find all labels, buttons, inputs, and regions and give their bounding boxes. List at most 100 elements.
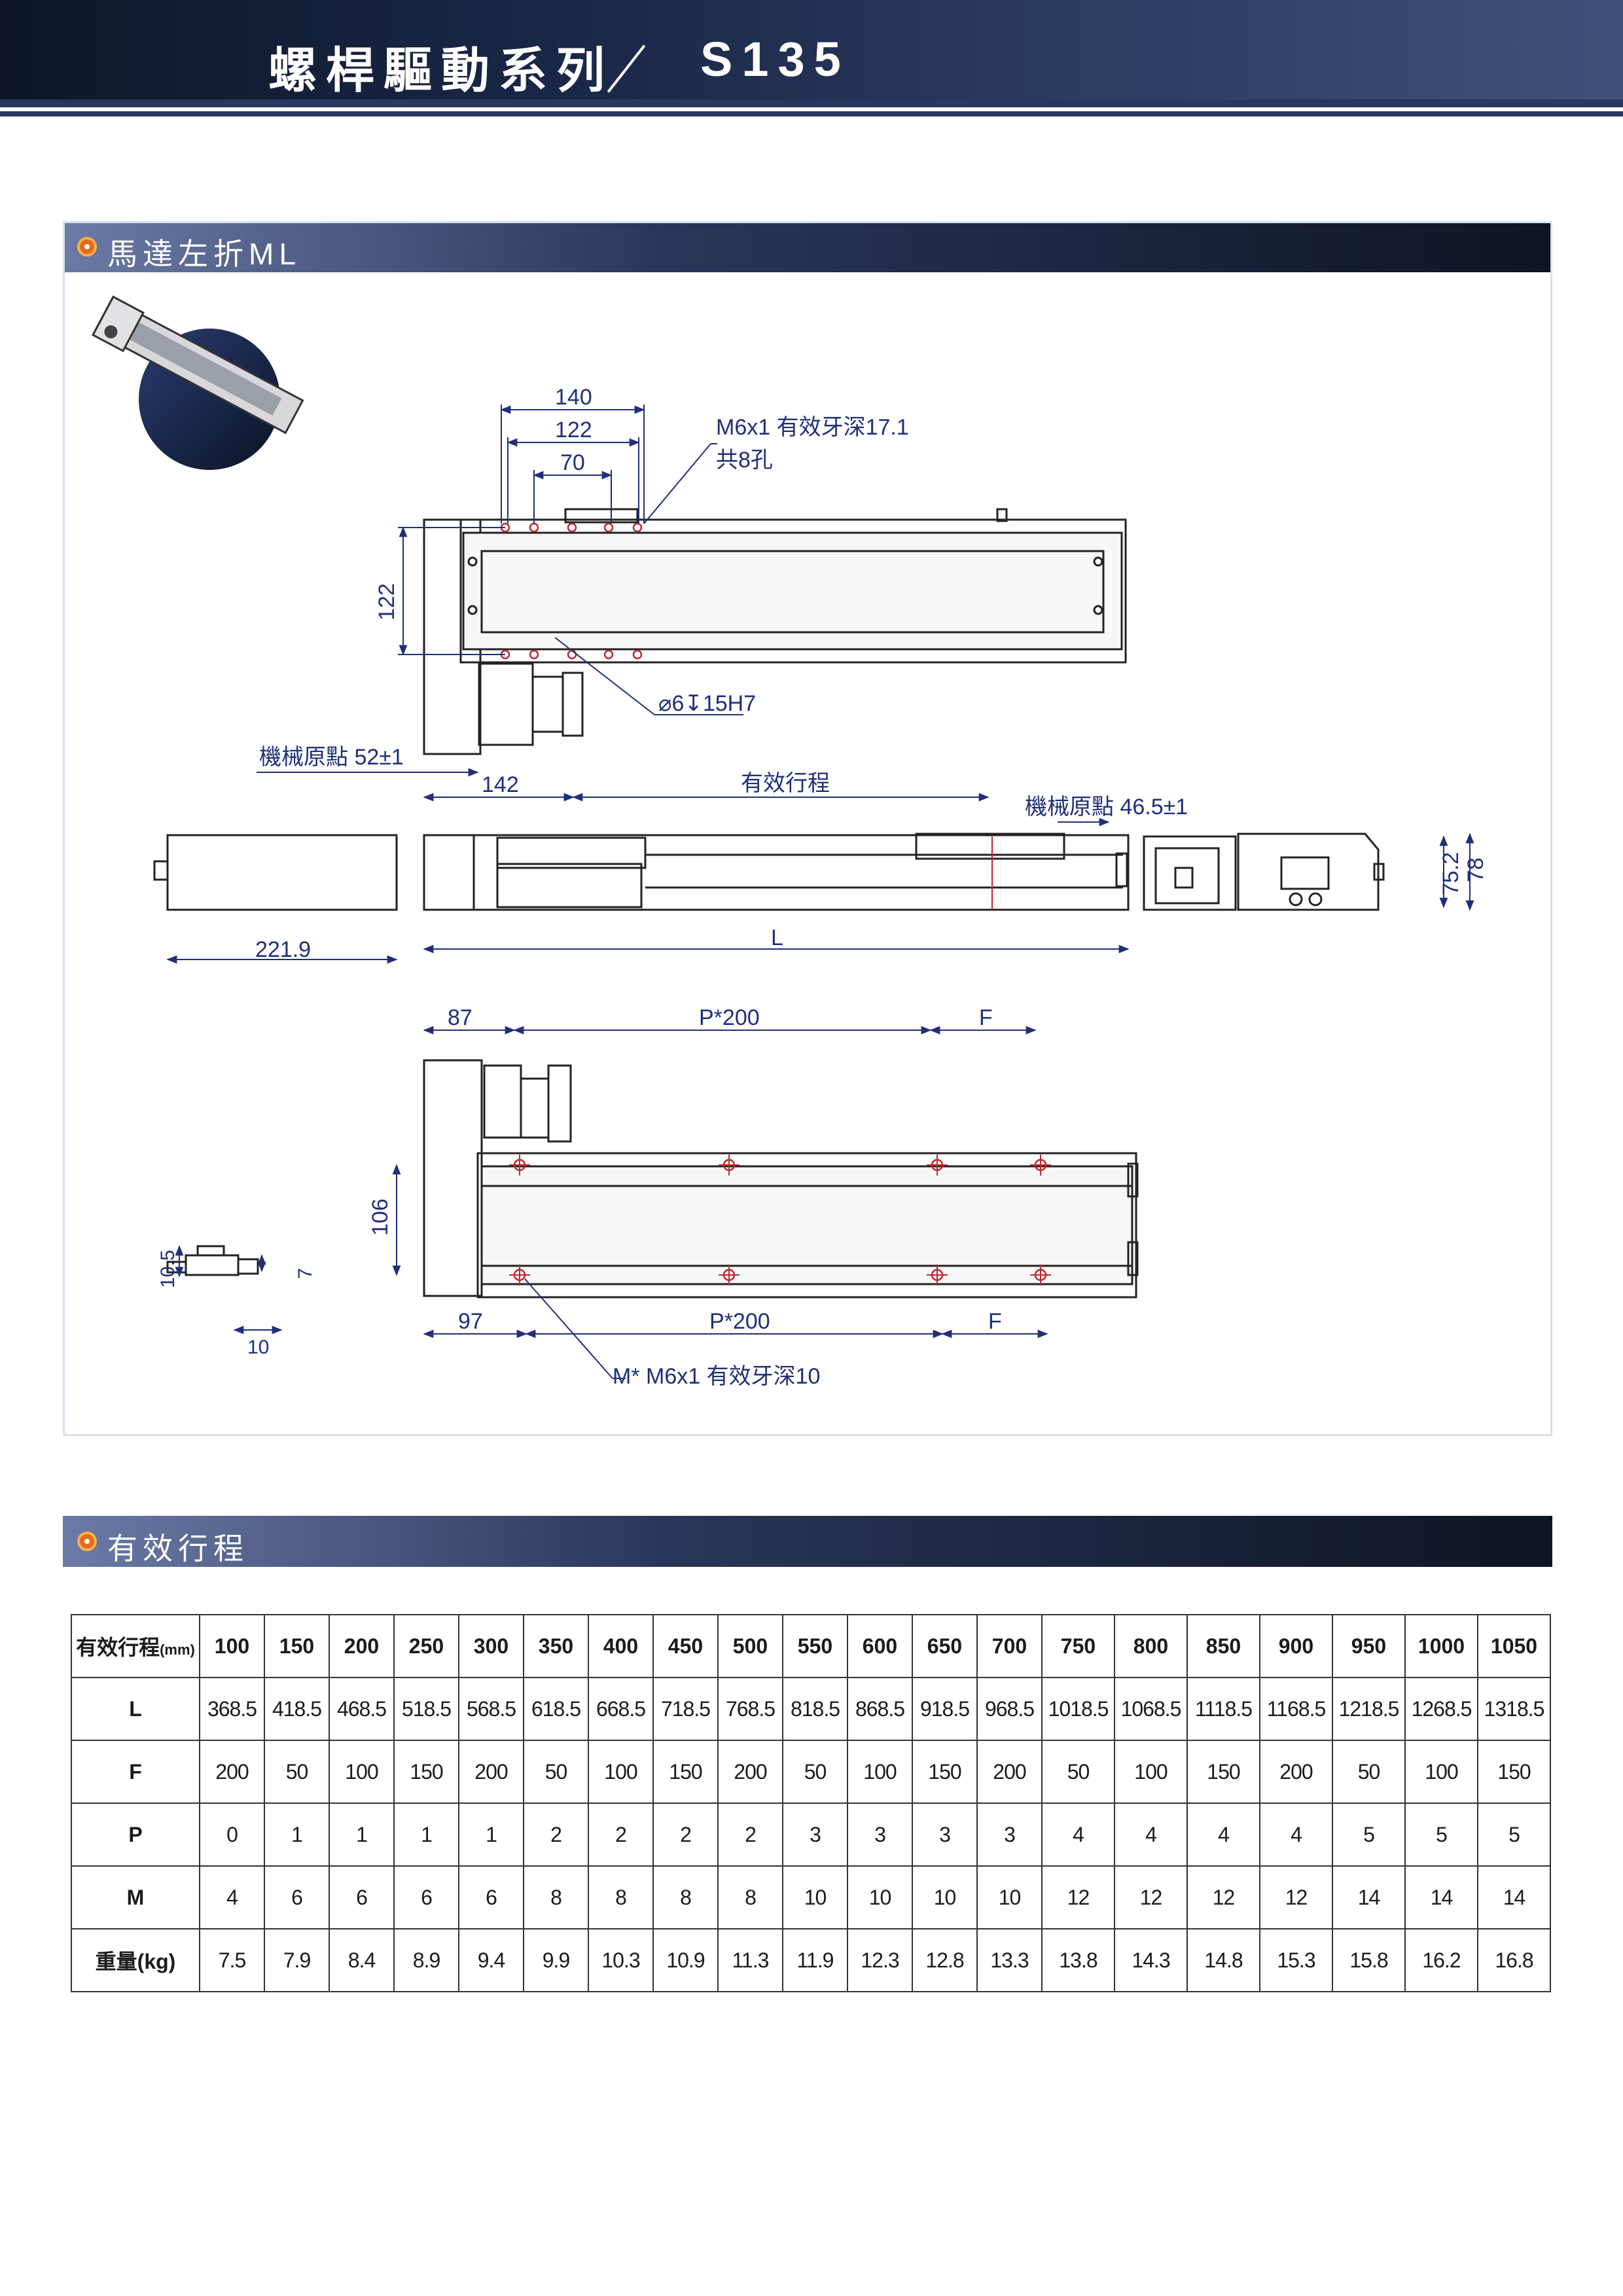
table-cell: 11.9 <box>782 1928 848 1992</box>
stroke-header-1000: 1000 <box>1404 1614 1478 1678</box>
table-cell: 100 <box>847 1740 913 1804</box>
table-cell: 12.8 <box>912 1928 978 1992</box>
dim-142: 142 <box>482 772 519 797</box>
stroke-header-950: 950 <box>1332 1614 1406 1678</box>
stroke-header-350: 350 <box>523 1614 589 1678</box>
table-cell: 568.5 <box>458 1677 524 1741</box>
table-cell: 3 <box>847 1803 913 1867</box>
row-label: M <box>71 1865 200 1929</box>
table-cell: 200 <box>976 1740 1043 1804</box>
table-cell: 15.8 <box>1332 1928 1406 1992</box>
table-cell: 1118.5 <box>1186 1677 1260 1741</box>
table-cell: 1218.5 <box>1332 1677 1406 1741</box>
table-cell: 3 <box>782 1803 848 1867</box>
table-cell: 13.8 <box>1041 1928 1115 1992</box>
table-cell: 14 <box>1332 1865 1406 1929</box>
table-cell: 1168.5 <box>1259 1677 1333 1741</box>
stroke-header-100: 100 <box>199 1614 265 1678</box>
bottom-view <box>423 1059 1139 1299</box>
origin-right: 機械原點 46.5±1 <box>1025 795 1188 819</box>
table-cell: 10 <box>976 1865 1043 1929</box>
table-cell: 10.9 <box>652 1928 719 1992</box>
dim-10: 10 <box>247 1336 269 1358</box>
dim-75-2: 75.2 <box>1438 852 1463 895</box>
stroke-header-650: 650 <box>912 1614 978 1678</box>
table-cell: 668.5 <box>588 1677 654 1741</box>
table-cell: 150 <box>912 1740 978 1804</box>
table-cell: 8 <box>717 1865 783 1929</box>
stroke-label: 有效行程 <box>741 771 830 796</box>
table-cell: 818.5 <box>782 1677 848 1741</box>
top-view <box>423 508 1127 755</box>
table-cell: 11.3 <box>717 1928 783 1992</box>
dim-F-bot: F <box>988 1309 1002 1334</box>
table-cell: 5 <box>1332 1803 1406 1867</box>
section-title-ml: 馬達左折ML <box>107 237 301 271</box>
dim-140: 140 <box>555 385 592 410</box>
series-title: 螺桿驅動系列 <box>268 43 614 98</box>
stroke-header-700: 700 <box>976 1614 1043 1678</box>
table-cell: 5 <box>1477 1803 1551 1867</box>
table-cell: 10 <box>912 1865 978 1929</box>
dim-10-5: 10.5 <box>157 1250 179 1288</box>
dim-122-top: 122 <box>555 418 592 442</box>
table-cell: 12.3 <box>847 1928 913 1992</box>
dim-p200-bot: P*200 <box>709 1309 770 1334</box>
table-cell: 768.5 <box>717 1677 783 1741</box>
table-cell: 16.2 <box>1404 1928 1478 1992</box>
table-cell: 200 <box>199 1740 265 1804</box>
dimension-lines <box>166 404 1474 1379</box>
table-cell: 10.3 <box>588 1928 654 1992</box>
table-cell: 868.5 <box>847 1677 913 1741</box>
table-cell: 150 <box>652 1740 719 1804</box>
section-bullet-icon <box>77 237 97 257</box>
dim-97: 97 <box>458 1309 483 1334</box>
table-cell: 8.4 <box>329 1928 395 1992</box>
table-cell: 4 <box>1259 1803 1333 1867</box>
table-cell: 718.5 <box>652 1677 719 1741</box>
table-cell: 12 <box>1114 1865 1188 1929</box>
stroke-header-500: 500 <box>717 1614 783 1678</box>
pin-note: ⌀6↧15H7 <box>658 691 756 716</box>
table-cell: 14.8 <box>1186 1928 1260 1992</box>
table-cell: 6 <box>458 1865 524 1929</box>
dim-78: 78 <box>1463 857 1488 882</box>
table-cell: 1268.5 <box>1404 1677 1478 1741</box>
table-cell: 14 <box>1477 1865 1551 1929</box>
table-cell: 918.5 <box>912 1677 978 1741</box>
table-cell: 7.5 <box>199 1928 265 1992</box>
table-cell: 6 <box>393 1865 459 1929</box>
stroke-header-800: 800 <box>1114 1614 1188 1678</box>
table-cell: 150 <box>1186 1740 1260 1804</box>
table-cell: 8 <box>523 1865 589 1929</box>
stroke-header-300: 300 <box>458 1614 524 1678</box>
stroke-header-600: 600 <box>847 1614 913 1678</box>
table-cell: 100 <box>1114 1740 1188 1804</box>
header-stripe-thin <box>0 111 1623 117</box>
table-cell: 468.5 <box>329 1677 395 1741</box>
table-cell: 200 <box>717 1740 783 1804</box>
table-cell: 1 <box>329 1803 395 1867</box>
table-cell: 418.5 <box>264 1677 330 1741</box>
table-cell: 6 <box>264 1865 330 1929</box>
dim-221-9: 221.9 <box>255 937 311 962</box>
table-cell: 50 <box>523 1740 589 1804</box>
table-cell: 3 <box>976 1803 1043 1867</box>
table-cell: 4 <box>1041 1803 1115 1867</box>
table-cell: 1 <box>458 1803 524 1867</box>
table-cell: 8 <box>652 1865 719 1929</box>
section-bullet-icon <box>77 1532 97 1551</box>
table-cell: 14.3 <box>1114 1928 1188 1992</box>
stroke-header-cell: 有效行程(mm) <box>71 1614 200 1678</box>
stroke-header-unit: (mm) <box>160 1641 195 1658</box>
table-cell: 1018.5 <box>1041 1677 1115 1741</box>
dim-L: L <box>771 925 783 950</box>
table-cell: 1 <box>393 1803 459 1867</box>
table-cell: 0 <box>199 1803 265 1867</box>
